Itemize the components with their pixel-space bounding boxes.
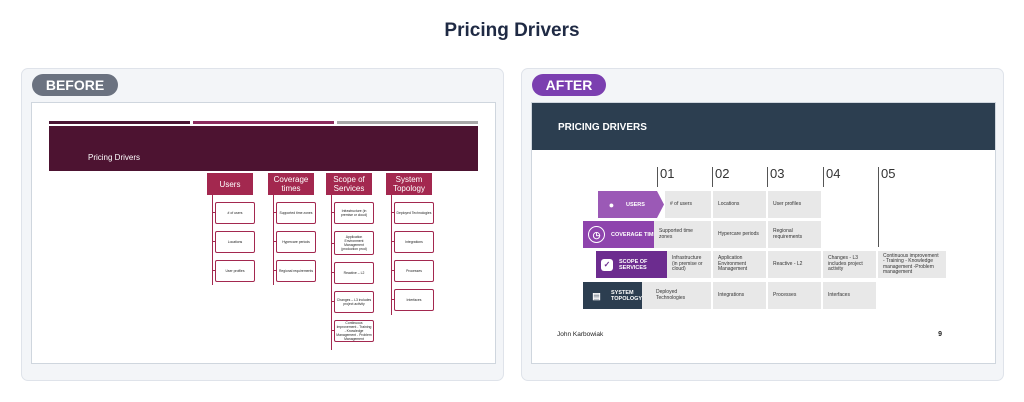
row-tag-users: ● USERS: [598, 191, 664, 218]
before-column-users: Users # of users Locations User profiles: [207, 173, 255, 285]
driver-box: Processes: [394, 260, 434, 282]
driver-box: Regional requirements: [276, 260, 316, 282]
driver-cell: Integrations: [713, 282, 766, 309]
driver-cell: Supported time zones: [654, 221, 711, 248]
before-column-coverage: Coverage times Supported time zones Hype…: [268, 173, 316, 285]
driver-box: Deployed Technologies: [394, 202, 434, 224]
driver-box: Locations: [215, 231, 255, 253]
driver-cell: Regional requirements: [768, 221, 821, 248]
before-slide-header: Pricing Drivers: [49, 126, 478, 171]
after-panel: AFTER PRICING DRIVERS 01 02 03 04 05 ● U…: [521, 68, 1004, 381]
column-head: System Topology: [386, 173, 432, 195]
driver-cell: # of users: [665, 191, 711, 218]
accent-bar: [337, 121, 478, 124]
row-tag-scope: ✓ SCOPE OF SERVICES: [596, 251, 676, 278]
driver-cell: Deployed Technologies: [642, 282, 711, 309]
column-divider: [767, 167, 768, 187]
server-icon: ▤: [592, 290, 601, 301]
before-column-topology: System Topology Deployed Technologies In…: [386, 173, 434, 315]
column-number: 01: [660, 166, 675, 181]
connector-line: [273, 195, 274, 285]
driver-box: Reactive – L2: [334, 262, 374, 284]
column-divider: [823, 167, 824, 187]
driver-cell: Locations: [713, 191, 766, 218]
driver-cell: Continuous improvement - Training - Know…: [878, 251, 946, 278]
page-title: Pricing Drivers: [444, 20, 580, 41]
column-number: 03: [770, 166, 785, 181]
after-slide-header: PRICING DRIVERS: [532, 103, 995, 150]
column-number: 05: [881, 166, 896, 181]
column-head: Scope of Services: [326, 173, 372, 195]
row-tag-topology: ▤ SYSTEM TOPOLOGY: [583, 282, 649, 309]
connector-line: [391, 195, 392, 315]
after-slide-title: PRICING DRIVERS: [558, 122, 647, 133]
driver-cell: User profiles: [768, 191, 821, 218]
column-number: 02: [715, 166, 730, 181]
connector-line: [212, 195, 213, 285]
accent-bar: [193, 121, 334, 124]
row-tag-coverage: ◷ COVERAGE TIMES: [583, 221, 663, 248]
driver-box: Application Environment Management (prod…: [334, 231, 374, 255]
row-label: USERS: [626, 201, 645, 208]
checklist-icon: ✓: [601, 259, 613, 271]
driver-box: # of users: [215, 202, 255, 224]
driver-cell: Changes - L3 includes project activity: [823, 251, 876, 278]
before-slide-title: Pricing Drivers: [88, 153, 141, 162]
driver-box: User profiles: [215, 260, 255, 282]
before-slide: Pricing Drivers Users # of users Locatio…: [31, 102, 496, 364]
before-badge: BEFORE: [32, 74, 118, 96]
row-label: SCOPE OF SERVICES: [619, 258, 648, 271]
driver-cell: Infrastructure (in premise or cloud): [667, 251, 711, 278]
accent-bar: [49, 121, 190, 124]
column-head: Coverage times: [268, 173, 314, 195]
column-divider: [712, 167, 713, 187]
page-number: 9: [938, 331, 942, 338]
user-icon: ●: [608, 199, 615, 210]
driver-box: Supported time zones: [276, 202, 316, 224]
driver-box: Integrations: [394, 231, 434, 253]
column-divider: [878, 167, 879, 247]
clock-icon: ◷: [588, 226, 605, 243]
driver-box: Infrastructure (in premise or cloud): [334, 202, 374, 224]
before-column-scope: Scope of Services Infrastructure (in pre…: [326, 173, 374, 350]
after-slide: PRICING DRIVERS 01 02 03 04 05 ● USERS #…: [531, 102, 996, 364]
before-panel: BEFORE Pricing Drivers Users # of users …: [21, 68, 504, 381]
row-label: COVERAGE TIMES: [611, 231, 661, 238]
driver-cell: Reactive - L2: [768, 251, 821, 278]
driver-box: Changes – L3 includes project activity: [334, 291, 374, 313]
driver-cell: Hypercare periods: [713, 221, 766, 248]
driver-cell: Application Environment Management: [713, 251, 766, 278]
driver-box: Continuous Improvement - Training - Know…: [334, 320, 374, 342]
footer-author: John Karbowiak: [557, 331, 604, 338]
column-divider: [657, 167, 658, 187]
column-head: Users: [207, 173, 253, 195]
column-number: 04: [826, 166, 841, 181]
driver-box: Hypercare periods: [276, 231, 316, 253]
driver-box: Interfaces: [394, 289, 434, 311]
driver-cell: Processes: [768, 282, 821, 309]
row-label: SYSTEM TOPOLOGY: [611, 289, 643, 302]
driver-cell: Interfaces: [823, 282, 876, 309]
after-badge: AFTER: [532, 74, 606, 96]
